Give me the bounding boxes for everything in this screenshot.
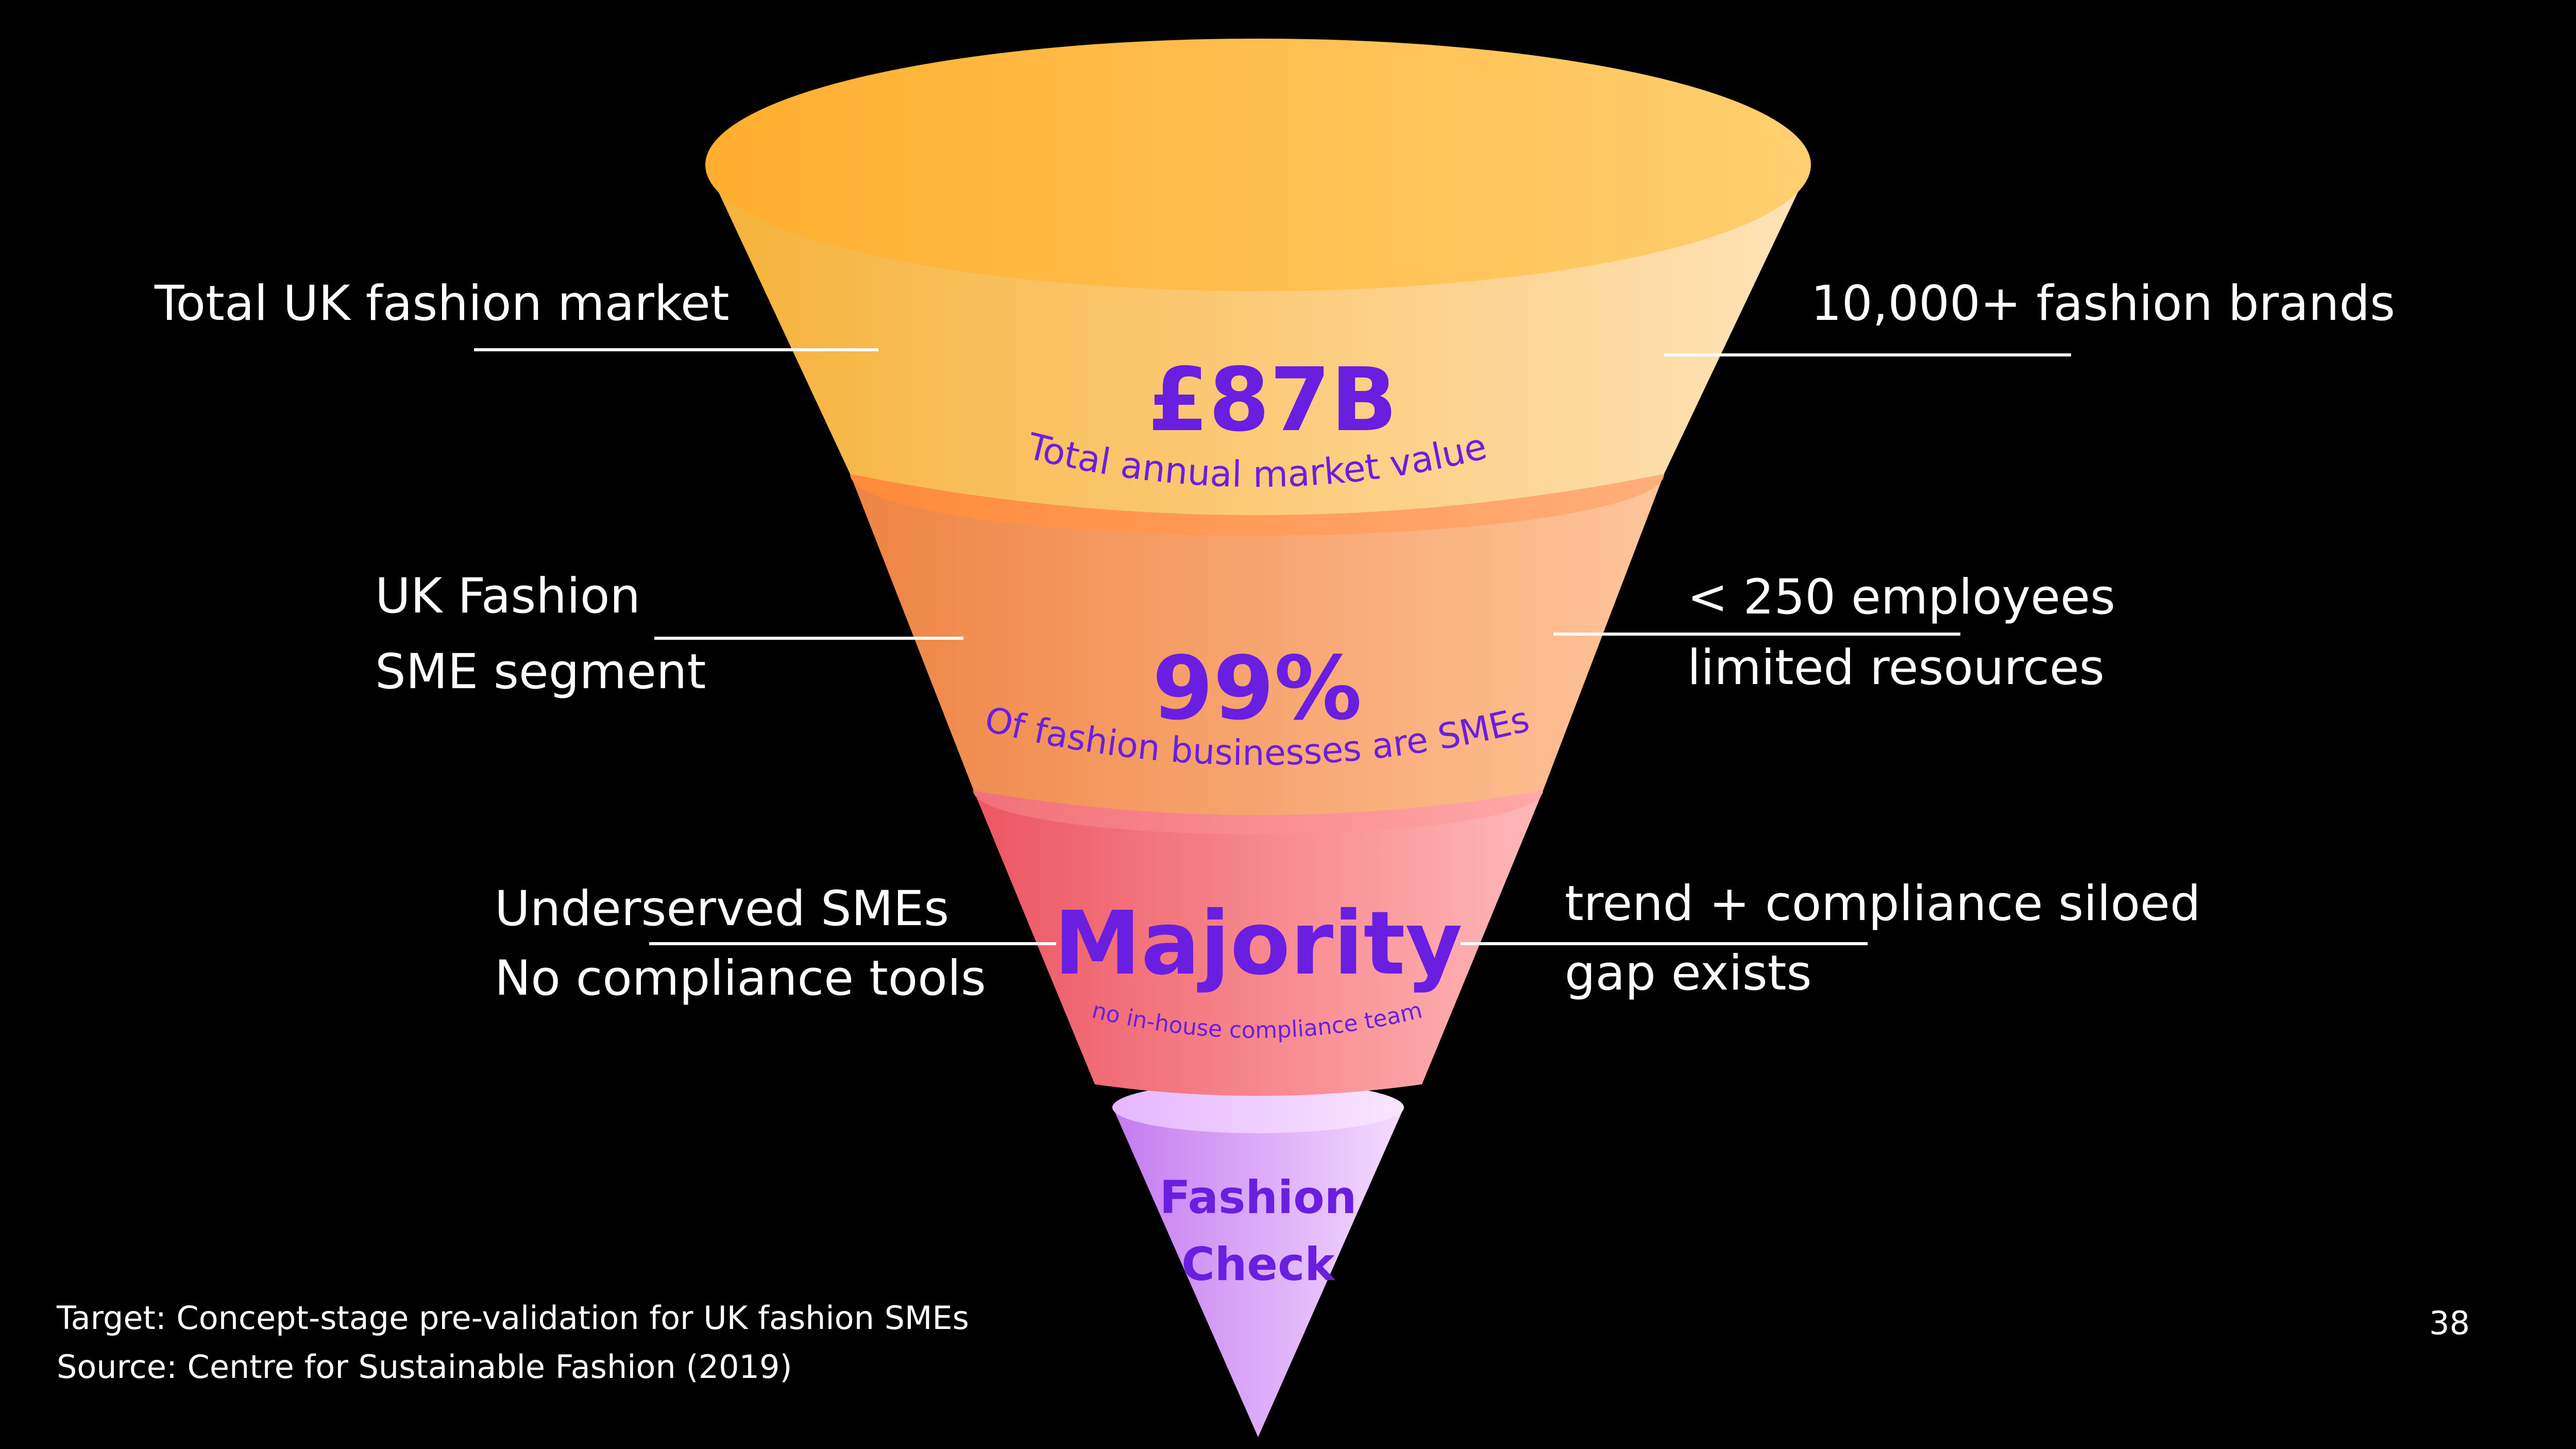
level3-right-label-line2: gap exists bbox=[1565, 945, 1812, 1001]
level3-left-label-line2: No compliance tools bbox=[495, 950, 986, 1007]
level3-value: Majority bbox=[1054, 893, 1462, 995]
connector-line-level2-right bbox=[1553, 633, 1960, 636]
connector-line-level3-left bbox=[649, 942, 1056, 945]
level4-value-line1: Fashion bbox=[1160, 1171, 1357, 1224]
footer-target: Target: Concept-stage pre-validation for… bbox=[57, 1299, 969, 1337]
funnel-level-1 bbox=[705, 39, 1811, 515]
level3-left-label-line1: Underserved SMEs bbox=[495, 881, 950, 937]
level1-right-label: 10,000+ fashion brands bbox=[1811, 276, 2396, 332]
connector-line-level2-left bbox=[654, 637, 963, 640]
level4-value-line2: Check bbox=[1181, 1238, 1336, 1291]
level2-right-label-line2: limited resources bbox=[1687, 640, 2105, 696]
funnel-level-4 bbox=[1112, 1082, 1404, 1437]
level3-right-label-line1: trend + compliance siloed bbox=[1565, 876, 2201, 932]
level2-right-label-line1: < 250 employees bbox=[1687, 569, 2115, 625]
level1-value: £87B bbox=[1148, 349, 1397, 451]
level2-left-label-line2: SME segment bbox=[375, 644, 706, 700]
connector-line-level1-left bbox=[474, 348, 878, 351]
connector-line-level3-right bbox=[1461, 942, 1868, 945]
level1-left-label: Total UK fashion market bbox=[155, 276, 730, 332]
page-number: 38 bbox=[2429, 1304, 2470, 1342]
footer-source: Source: Centre for Sustainable Fashion (… bbox=[57, 1348, 792, 1386]
connector-line-level1-right bbox=[1664, 353, 2071, 356]
level2-value: 99% bbox=[1153, 638, 1362, 740]
level2-left-label-line1: UK Fashion bbox=[375, 568, 641, 624]
